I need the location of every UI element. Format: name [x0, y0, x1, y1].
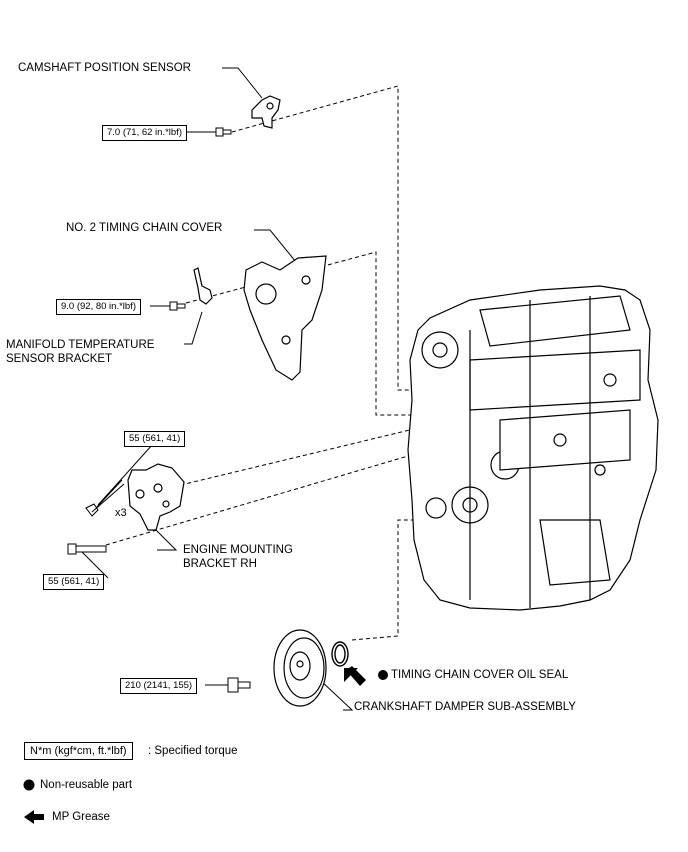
torque-box-crank: 210 (2141, 155) — [120, 678, 198, 694]
bolt-icon — [227, 677, 251, 693]
label-oil-seal: TIMING CHAIN COVER OIL SEAL — [391, 669, 569, 681]
legend-torque-desc: : Specified torque — [148, 745, 238, 757]
label-camshaft-position-sensor: CAMSHAFT POSITION SENSOR — [18, 62, 191, 74]
legend-grease: MP Grease — [52, 811, 110, 823]
timing-chain-cover-oil-seal — [331, 641, 349, 667]
label-quantity: x3 — [115, 507, 127, 519]
torque-box-manifold: 9.0 (92, 80 in.*lbf) — [56, 299, 141, 315]
crankshaft-damper — [273, 629, 327, 707]
bolt-icon — [169, 301, 186, 311]
engine-mounting-bracket-rh — [127, 463, 185, 531]
label-no2-timing-chain-cover: NO. 2 TIMING CHAIN COVER — [66, 222, 223, 234]
bolt-icon — [67, 543, 107, 555]
arrow-left-icon — [344, 666, 366, 686]
camshaft-position-sensor — [251, 95, 281, 129]
bolt-icon — [215, 127, 232, 137]
bolt-icon — [85, 479, 125, 517]
no2-timing-chain-cover — [243, 255, 327, 381]
torque-box-bracket-lower: 55 (561, 41) — [43, 574, 105, 590]
manifold-temperature-sensor-bracket — [193, 267, 213, 305]
arrow-left-icon — [24, 810, 44, 824]
filled-circle-icon — [23, 779, 35, 791]
label-manifold-bracket-line2: SENSOR BRACKET — [6, 353, 113, 365]
label-engine-bracket-line1: ENGINE MOUNTING — [183, 544, 293, 556]
engine-block — [407, 285, 659, 611]
label-engine-bracket-line2: BRACKET RH — [183, 558, 257, 570]
legend-torque-unit: N*m (kgf*cm, ft.*lbf) — [24, 742, 133, 760]
legend-nonreusable: Non-reusable part — [40, 779, 133, 791]
label-manifold-bracket-line1: MANIFOLD TEMPERATURE — [6, 339, 155, 351]
filled-circle-icon — [378, 670, 388, 680]
torque-box-bracket-upper: 55 (561, 41) — [124, 431, 186, 447]
label-crankshaft-damper: CRANKSHAFT DAMPER SUB-ASSEMBLY — [354, 701, 576, 713]
torque-box-camshaft: 7.0 (71, 62 in.*lbf) — [102, 125, 187, 141]
